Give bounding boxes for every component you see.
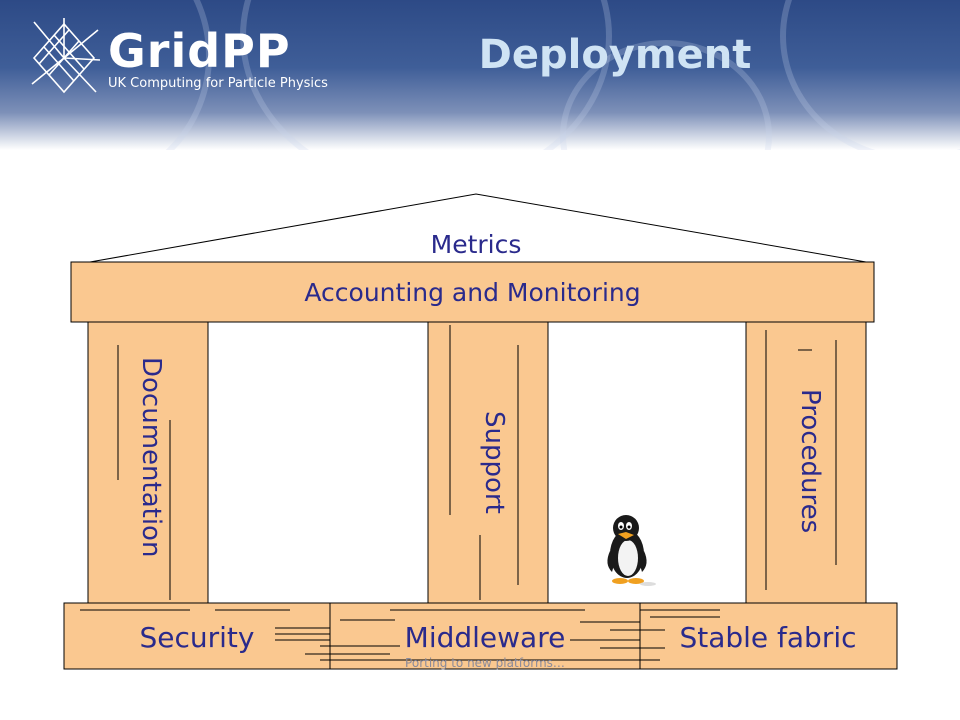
foundation-label-middleware: Middleware — [404, 621, 566, 654]
foundation-label-stable-fabric: Stable fabric — [679, 621, 857, 654]
entablature-beam — [70, 261, 875, 323]
roof-label: Metrics — [430, 230, 522, 259]
pillar-label-support: Support — [479, 410, 509, 514]
foundation-texture — [80, 609, 720, 661]
pillar-label-procedures: Procedures — [795, 388, 825, 534]
logo-wordmark: GridPP — [108, 24, 291, 78]
pillar-fluting — [117, 325, 837, 600]
gridpp-logo-icon — [31, 18, 100, 94]
pillar-center — [427, 321, 549, 604]
slide-title: Deployment — [478, 32, 752, 78]
foundation-label-security: Security — [139, 621, 255, 654]
entablature-label: Accounting and Monitoring — [304, 278, 641, 307]
pillar-label-documentation: Documentation — [136, 356, 166, 558]
foundation-base — [63, 602, 898, 670]
foundation-footnote: Porting to new platforms… — [405, 656, 565, 670]
penguin-icon — [596, 496, 658, 588]
pillar-left — [87, 321, 209, 604]
logo-tagline: UK Computing for Particle Physics — [108, 76, 328, 91]
header-banner: GridPP UK Computing for Particle Physics — [0, 0, 960, 150]
